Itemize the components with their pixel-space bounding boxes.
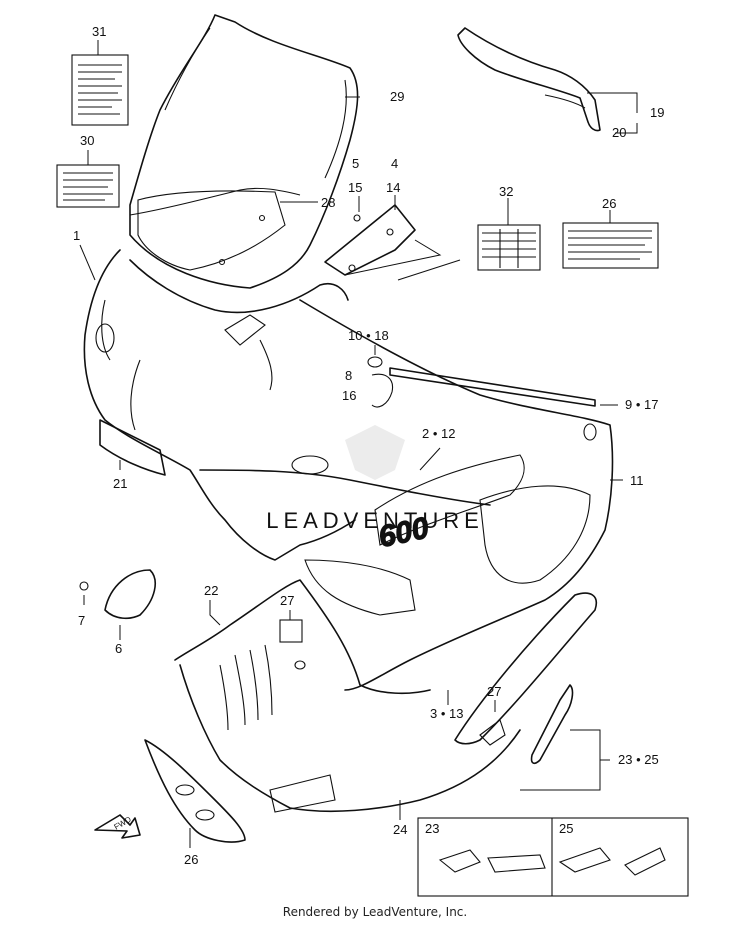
- callout-24: 24: [393, 822, 407, 837]
- inner-screen-28: [137, 190, 286, 271]
- warning-label-30: [56, 164, 120, 208]
- upper-cowling-1: [83, 249, 356, 561]
- footer-credit: Rendered by LeadVenture, Inc.: [282, 905, 468, 919]
- callout-29: 29: [390, 89, 404, 104]
- callouts: 1 29 28 31 30 32 26 19 20 5 15 4 14 10 •…: [73, 24, 664, 867]
- callout-6: 6: [115, 641, 122, 656]
- callout-9-17: 9 • 17: [625, 397, 658, 412]
- leader-lines: [79, 40, 638, 848]
- callout-21: 21: [113, 476, 127, 491]
- callout-5: 5: [352, 156, 359, 171]
- decal-600: 600: [374, 454, 525, 555]
- lower-decal-strip: [454, 592, 597, 746]
- callout-3-13: 3 • 13: [430, 706, 463, 721]
- callout-32: 32: [499, 184, 513, 199]
- info-label-32: [477, 224, 541, 271]
- callout-10-18: 10 • 18: [348, 328, 389, 343]
- callout-11: 11: [630, 473, 644, 488]
- side-fairing-11: [199, 299, 614, 691]
- callout-26-bottom: 26: [184, 852, 198, 867]
- callout-30: 30: [80, 133, 94, 148]
- callout-28: 28: [321, 195, 335, 210]
- watermark-text: LEADVENTURE: [266, 508, 484, 533]
- windscreen-29: [129, 14, 359, 289]
- callout-1: 1: [73, 228, 80, 243]
- callout-16: 16: [342, 388, 356, 403]
- fin-23-25: [530, 684, 574, 765]
- callout-14: 14: [386, 180, 400, 195]
- inset-label-25: 25: [559, 821, 573, 836]
- callout-7: 7: [78, 613, 85, 628]
- bracket-19-20: [457, 27, 601, 132]
- callout-23-25: 23 • 25: [618, 752, 659, 767]
- callout-19: 19: [650, 105, 664, 120]
- duct-21: [99, 419, 166, 476]
- cover-6: [79, 569, 156, 620]
- callout-2-12: 2 • 12: [422, 426, 455, 441]
- info-label-26: [562, 222, 659, 269]
- bracket-4-14: [324, 204, 416, 276]
- lower-cowling-22: [174, 579, 521, 813]
- inset-label-23: 23: [425, 821, 439, 836]
- callout-26-top: 26: [602, 196, 616, 211]
- fwd-arrow: FWD: [94, 814, 141, 839]
- strip-9-17: [367, 356, 596, 408]
- warning-label-31: [71, 54, 129, 126]
- bracket-26: [144, 739, 246, 843]
- callout-15: 15: [348, 180, 362, 195]
- callout-20: 20: [612, 125, 626, 140]
- callout-27-right: 27: [487, 684, 501, 699]
- callout-27-left: 27: [280, 593, 294, 608]
- callout-8: 8: [345, 368, 352, 383]
- callout-22: 22: [204, 583, 218, 598]
- callout-31: 31: [92, 24, 106, 39]
- callout-4: 4: [391, 156, 398, 171]
- inset-box: 23 25: [417, 817, 689, 897]
- watermark: LEADVENTURE: [266, 425, 484, 533]
